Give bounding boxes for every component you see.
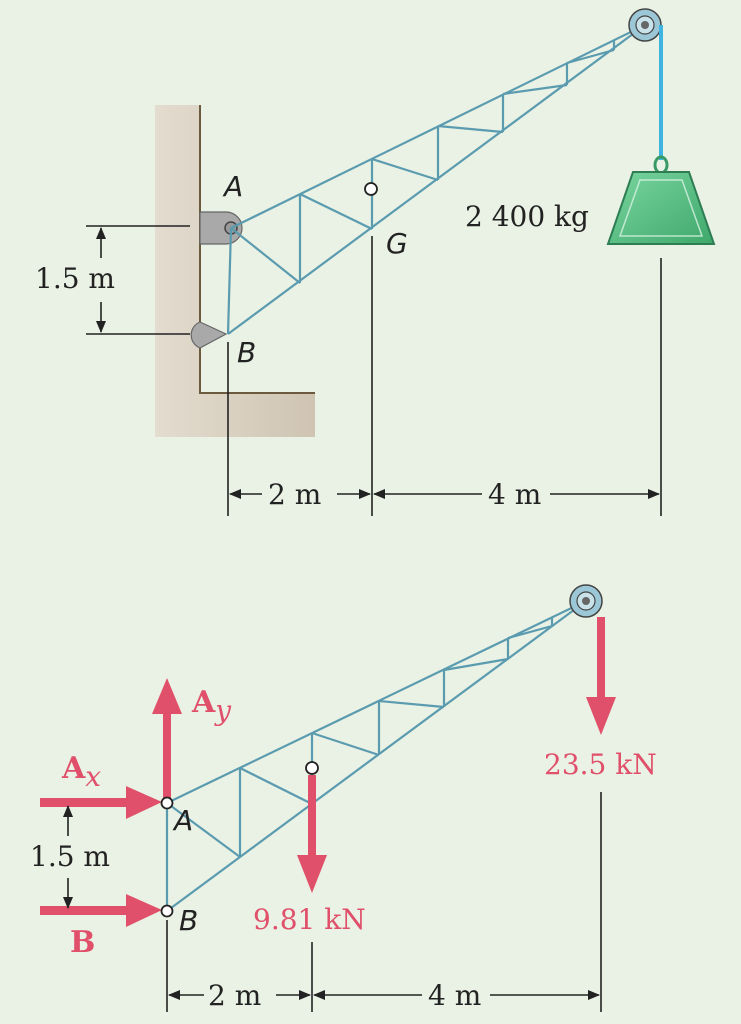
svg-text:1.5 m: 1.5 m: [30, 840, 110, 873]
force-arrow-Ax: [40, 786, 162, 819]
dimension-horizontal: 2 m 4 m: [166, 792, 602, 1012]
weight-icon: [606, 171, 716, 245]
label-G: G: [386, 227, 408, 260]
crane-truss: [226, 24, 646, 335]
label-B-force: B: [70, 925, 95, 960]
joint-A: [160, 796, 174, 810]
support-A: [199, 211, 243, 245]
center-of-gravity-marker: [364, 182, 378, 196]
svg-text:2 m: 2 m: [208, 979, 261, 1012]
label-A: A: [222, 170, 243, 203]
joint-B: [160, 904, 174, 918]
dimension-vertical: 1.5 m: [35, 225, 190, 335]
label-load: 23.5 kN: [544, 748, 657, 781]
support-B: [190, 321, 228, 349]
free-body-truss: [165, 600, 587, 912]
label-Ay: Ay: [191, 685, 232, 727]
label-B: B: [179, 904, 198, 937]
label-A: A: [172, 804, 193, 837]
label-Ax: Ax: [61, 751, 101, 793]
center-of-gravity-marker: [305, 761, 319, 775]
svg-text:4 m: 4 m: [428, 979, 481, 1012]
force-arrow-crane-weight: [297, 775, 327, 893]
mass-label: 2 400 kg: [465, 200, 589, 233]
svg-text:4 m: 4 m: [488, 478, 541, 511]
dimension-vertical: 1.5 m: [30, 805, 110, 909]
svg-text:2 m: 2 m: [268, 478, 321, 511]
force-arrow-load: [586, 617, 616, 735]
force-arrow-B: [40, 894, 162, 927]
wall: [155, 105, 315, 437]
bottom-figure: Ay Ax B A B 9.81 kN 23.5 kN 1.5 m 2 m 4 …: [30, 584, 657, 1012]
pulley-icon: [569, 584, 603, 618]
label-B: B: [237, 336, 256, 369]
pulley-icon: [628, 8, 662, 42]
label-crane-weight: 9.81 kN: [253, 903, 366, 936]
force-arrow-Ay: [152, 678, 182, 800]
svg-text:1.5 m: 1.5 m: [35, 262, 115, 295]
top-figure: A B G 2 400 kg 1.5 m 2 m 4 m: [35, 8, 716, 516]
dimension-horizontal: 2 m 4 m: [227, 236, 662, 516]
